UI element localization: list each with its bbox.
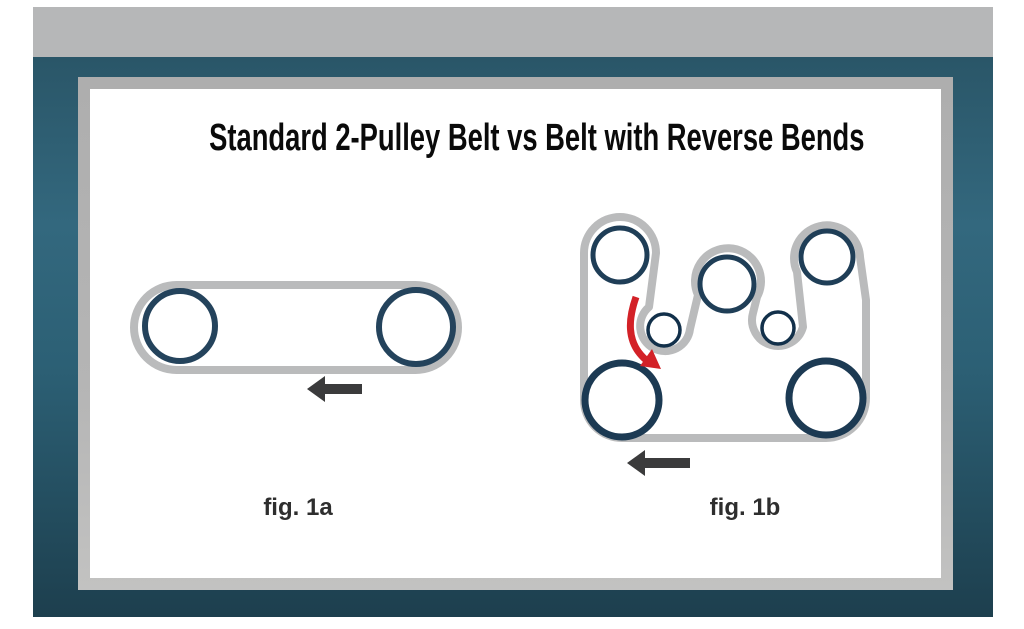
fig-1b-diagram xyxy=(580,213,870,476)
idler-small-left-1b xyxy=(646,312,682,348)
fig-1a-diagram xyxy=(130,281,462,402)
fig-1a-label: fig. 1a xyxy=(263,494,333,521)
pulley-bottom-left-1b xyxy=(581,359,663,441)
slide-title: Standard 2-Pulley Belt vs Belt with Reve… xyxy=(209,117,865,159)
fig-1b-label: fig. 1b xyxy=(709,494,781,521)
top-gray-bar xyxy=(33,7,993,57)
pulley-top-center-1b xyxy=(697,254,757,314)
inner-gray-frame: Standard 2-Pulley Belt vs Belt with Reve… xyxy=(78,77,953,590)
slide-content: Standard 2-Pulley Belt vs Belt with Reve… xyxy=(90,89,941,578)
pulley-right-1a xyxy=(376,287,456,367)
idler-small-right-1b xyxy=(760,310,796,346)
pulley-left-1a xyxy=(142,288,218,364)
belt-diagrams-svg xyxy=(130,213,870,476)
pulley-bottom-right-1b xyxy=(785,357,867,439)
reverse-bend-arrow-icon xyxy=(626,295,661,369)
direction-arrow-icon xyxy=(307,376,362,402)
pulley-top-left-1b xyxy=(590,225,650,285)
belt-loop-1a xyxy=(130,281,462,374)
teal-frame: Standard 2-Pulley Belt vs Belt with Reve… xyxy=(33,57,993,617)
direction-arrow-icon xyxy=(627,450,690,476)
pulley-top-right-1b xyxy=(798,228,856,286)
